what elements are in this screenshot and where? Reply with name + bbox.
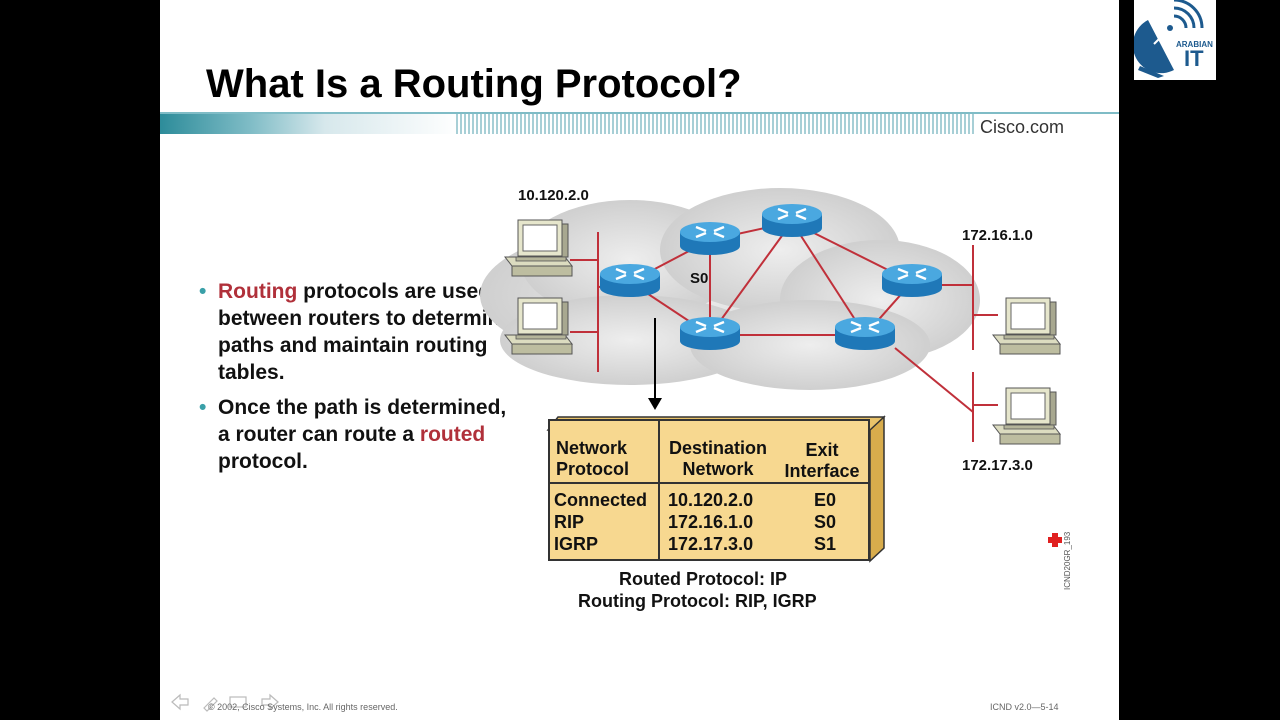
pc-icon — [992, 297, 1061, 355]
routing-table: Network Protocol Destination Network Exi… — [548, 419, 870, 561]
router — [760, 202, 824, 239]
red-cross-icon — [1048, 533, 1062, 547]
network-cloud — [480, 188, 980, 390]
table-cell-interface: S0 — [814, 512, 837, 532]
network-diagram — [480, 188, 1061, 563]
logo-small-text: ARABIAN — [1176, 40, 1213, 49]
router — [678, 220, 742, 257]
network-label-left: 10.120.2.0 — [518, 187, 589, 204]
prev-arrow-icon[interactable] — [171, 693, 189, 711]
pen-icon[interactable] — [203, 697, 218, 712]
router — [880, 262, 944, 299]
caption-routing-protocol: Routing Protocol: RIP, IGRP — [578, 591, 817, 611]
table-cell-destination: 172.16.1.0 — [668, 512, 754, 532]
header-exit-interface: Exit Interface — [784, 440, 860, 481]
logo-text: IT — [1184, 46, 1204, 71]
satellite-dish-icon — [1134, 0, 1204, 78]
table-cell-protocol: Connected — [554, 490, 648, 510]
table-cell-interface: E0 — [814, 490, 837, 510]
pc-icon — [504, 219, 573, 277]
bullet-text: Once the path is determined, a router ca… — [218, 396, 507, 446]
header-destination-network: Destination Network — [668, 438, 767, 479]
slide-nav-controls[interactable] — [170, 692, 290, 712]
network-label-right-top: 172.16.1.0 — [962, 227, 1033, 244]
accent-text: routed — [419, 423, 486, 446]
bullet-item-routed: Once the path is determined, a router ca… — [196, 394, 516, 475]
bullet-item-routing: Routing protocols are used between route… — [196, 278, 516, 386]
table-side-face — [869, 415, 885, 563]
header-band — [160, 112, 1119, 134]
header-network-protocol: Network Protocol — [556, 438, 630, 479]
network-label-right-bottom: 172.17.3.0 — [962, 457, 1033, 474]
side-code: ICND20GR_193 — [1063, 531, 1072, 590]
bullet-text: protocol. — [218, 450, 308, 473]
footer-copyright: © 2002, Cisco Systems, Inc. All rights r… — [208, 702, 398, 712]
arrow-head-icon — [648, 398, 662, 410]
table-cell-destination: 172.17.3.0 — [668, 534, 754, 554]
menu-icon[interactable] — [229, 696, 247, 708]
table-cell-protocol: RIP — [554, 512, 585, 532]
table-cell-destination: 10.120.2.0 — [668, 490, 754, 510]
interface-label-s0: S0 — [690, 270, 709, 287]
table-cell-protocol: IGRP — [554, 534, 599, 554]
channel-logo: ARABIAN IT — [1134, 0, 1216, 80]
router-edge-left — [598, 262, 662, 299]
bullet-list: Routing protocols are used between route… — [196, 278, 516, 483]
caption-routed-protocol: Routed Protocol: IP — [619, 569, 787, 589]
table-cell-interface: S1 — [814, 534, 837, 554]
pc-icon — [992, 387, 1061, 445]
table-divider — [658, 421, 660, 559]
bullet-text: protocols are used between routers to de… — [218, 280, 513, 384]
slide-title: What Is a Routing Protocol? — [206, 62, 742, 106]
table-divider — [550, 482, 868, 484]
cisco-brand: Cisco.com — [980, 117, 1065, 137]
slide: What Is a Routing Protocol? Cisco.com Ro… — [160, 0, 1119, 720]
accent-text: Routing — [218, 280, 298, 303]
footer-course-code: ICND v2.0—5-14 — [990, 702, 1059, 712]
router — [833, 315, 897, 352]
next-arrow-icon[interactable] — [261, 693, 279, 711]
router — [678, 315, 742, 352]
